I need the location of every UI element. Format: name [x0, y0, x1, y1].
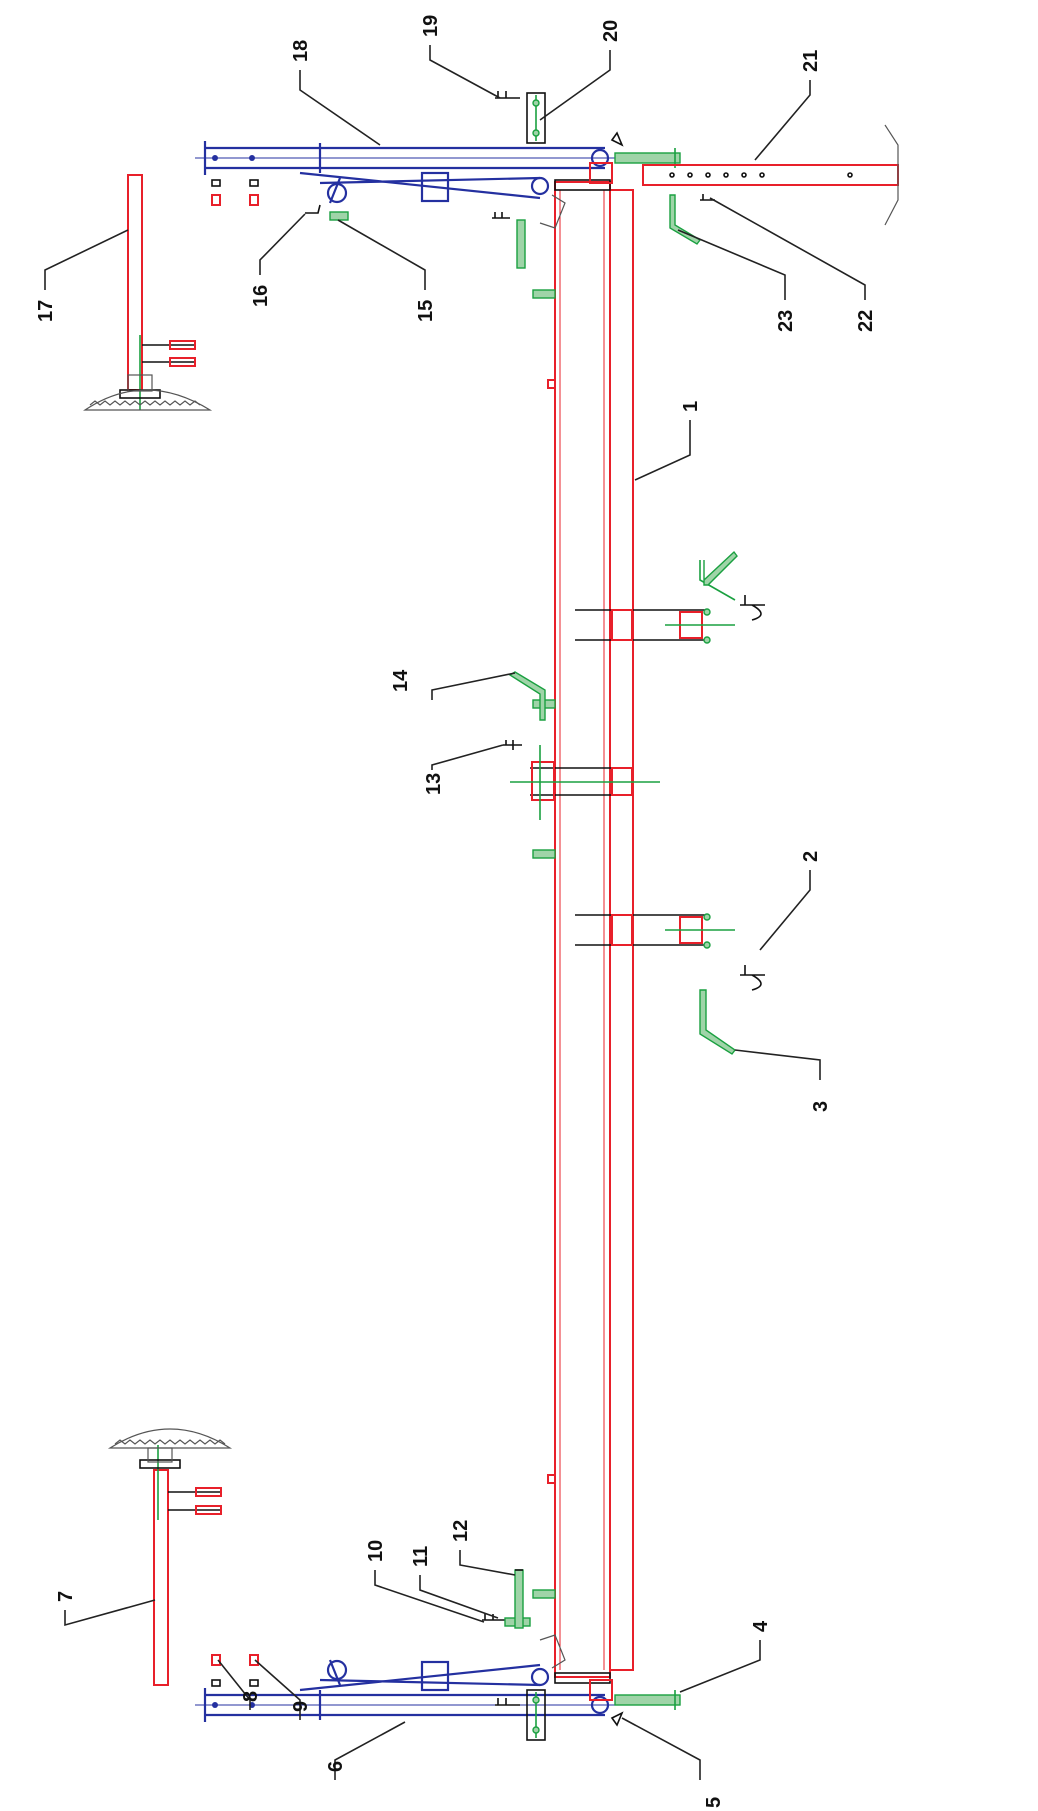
left-bushing-20 [526, 1689, 546, 1741]
linch-pin-upper [740, 595, 765, 621]
callout-9: 9 [290, 1701, 312, 1712]
tine-holder-lower [575, 913, 735, 949]
callout-15: 15 [415, 300, 437, 322]
callout-20: 20 [600, 20, 622, 42]
spring-tine-14 [508, 671, 546, 721]
callout-21: 21 [800, 50, 822, 72]
left-pin-4 [614, 1690, 681, 1710]
right-clamp [610, 131, 624, 147]
harrow-arm-17 [83, 174, 213, 411]
drawbar [642, 124, 899, 226]
callout-18: 18 [290, 40, 312, 62]
main-frame-beam [532, 181, 634, 1678]
right-bolts [211, 179, 259, 206]
tine-holder-upper [575, 608, 735, 644]
callout-22: 22 [855, 310, 877, 332]
left-clamp-5 [610, 1711, 624, 1727]
harrow-arm-7 [107, 1428, 233, 1686]
callout-16: 16 [250, 285, 272, 307]
callout-5: 5 [703, 1797, 725, 1808]
right-wing-bracket [539, 162, 613, 229]
callout-17: 17 [35, 300, 57, 322]
callout-10: 10 [365, 1540, 387, 1562]
pin-13 [503, 740, 522, 750]
left-pin-small [495, 1698, 520, 1706]
callout-13: 13 [423, 773, 445, 795]
callout-3: 3 [810, 1101, 832, 1112]
callout-7: 7 [55, 1591, 77, 1602]
callout-6: 6 [325, 1761, 347, 1772]
right-wing-arm [195, 141, 615, 204]
right-bushing-20 [526, 92, 546, 144]
center-hitch-bracket [510, 745, 660, 820]
callout-23: 23 [775, 310, 797, 332]
callout-labels: 1 2 3 4 5 6 7 8 9 10 11 12 13 14 15 16 1… [35, 15, 877, 1808]
callout-11: 11 [410, 1546, 432, 1567]
left-wing-arm [195, 1659, 615, 1722]
callout-14: 14 [390, 669, 412, 692]
left-bolts-8-9 [211, 1654, 259, 1687]
spring-tine-upper-right [699, 550, 738, 601]
left-wing-bracket [539, 1634, 613, 1701]
callout-2: 2 [800, 851, 822, 862]
callout-19: 19 [420, 15, 442, 37]
leader-lines [44, 45, 866, 1780]
callout-8: 8 [240, 1691, 262, 1702]
left-pins-10-11-12 [482, 1569, 531, 1629]
right-pins-15-16 [305, 204, 526, 269]
linch-pin-2 [740, 965, 765, 991]
callout-4: 4 [750, 1620, 772, 1632]
callout-1: 1 [680, 401, 702, 412]
spring-tine-lower [699, 989, 736, 1055]
callout-12: 12 [450, 1520, 472, 1542]
